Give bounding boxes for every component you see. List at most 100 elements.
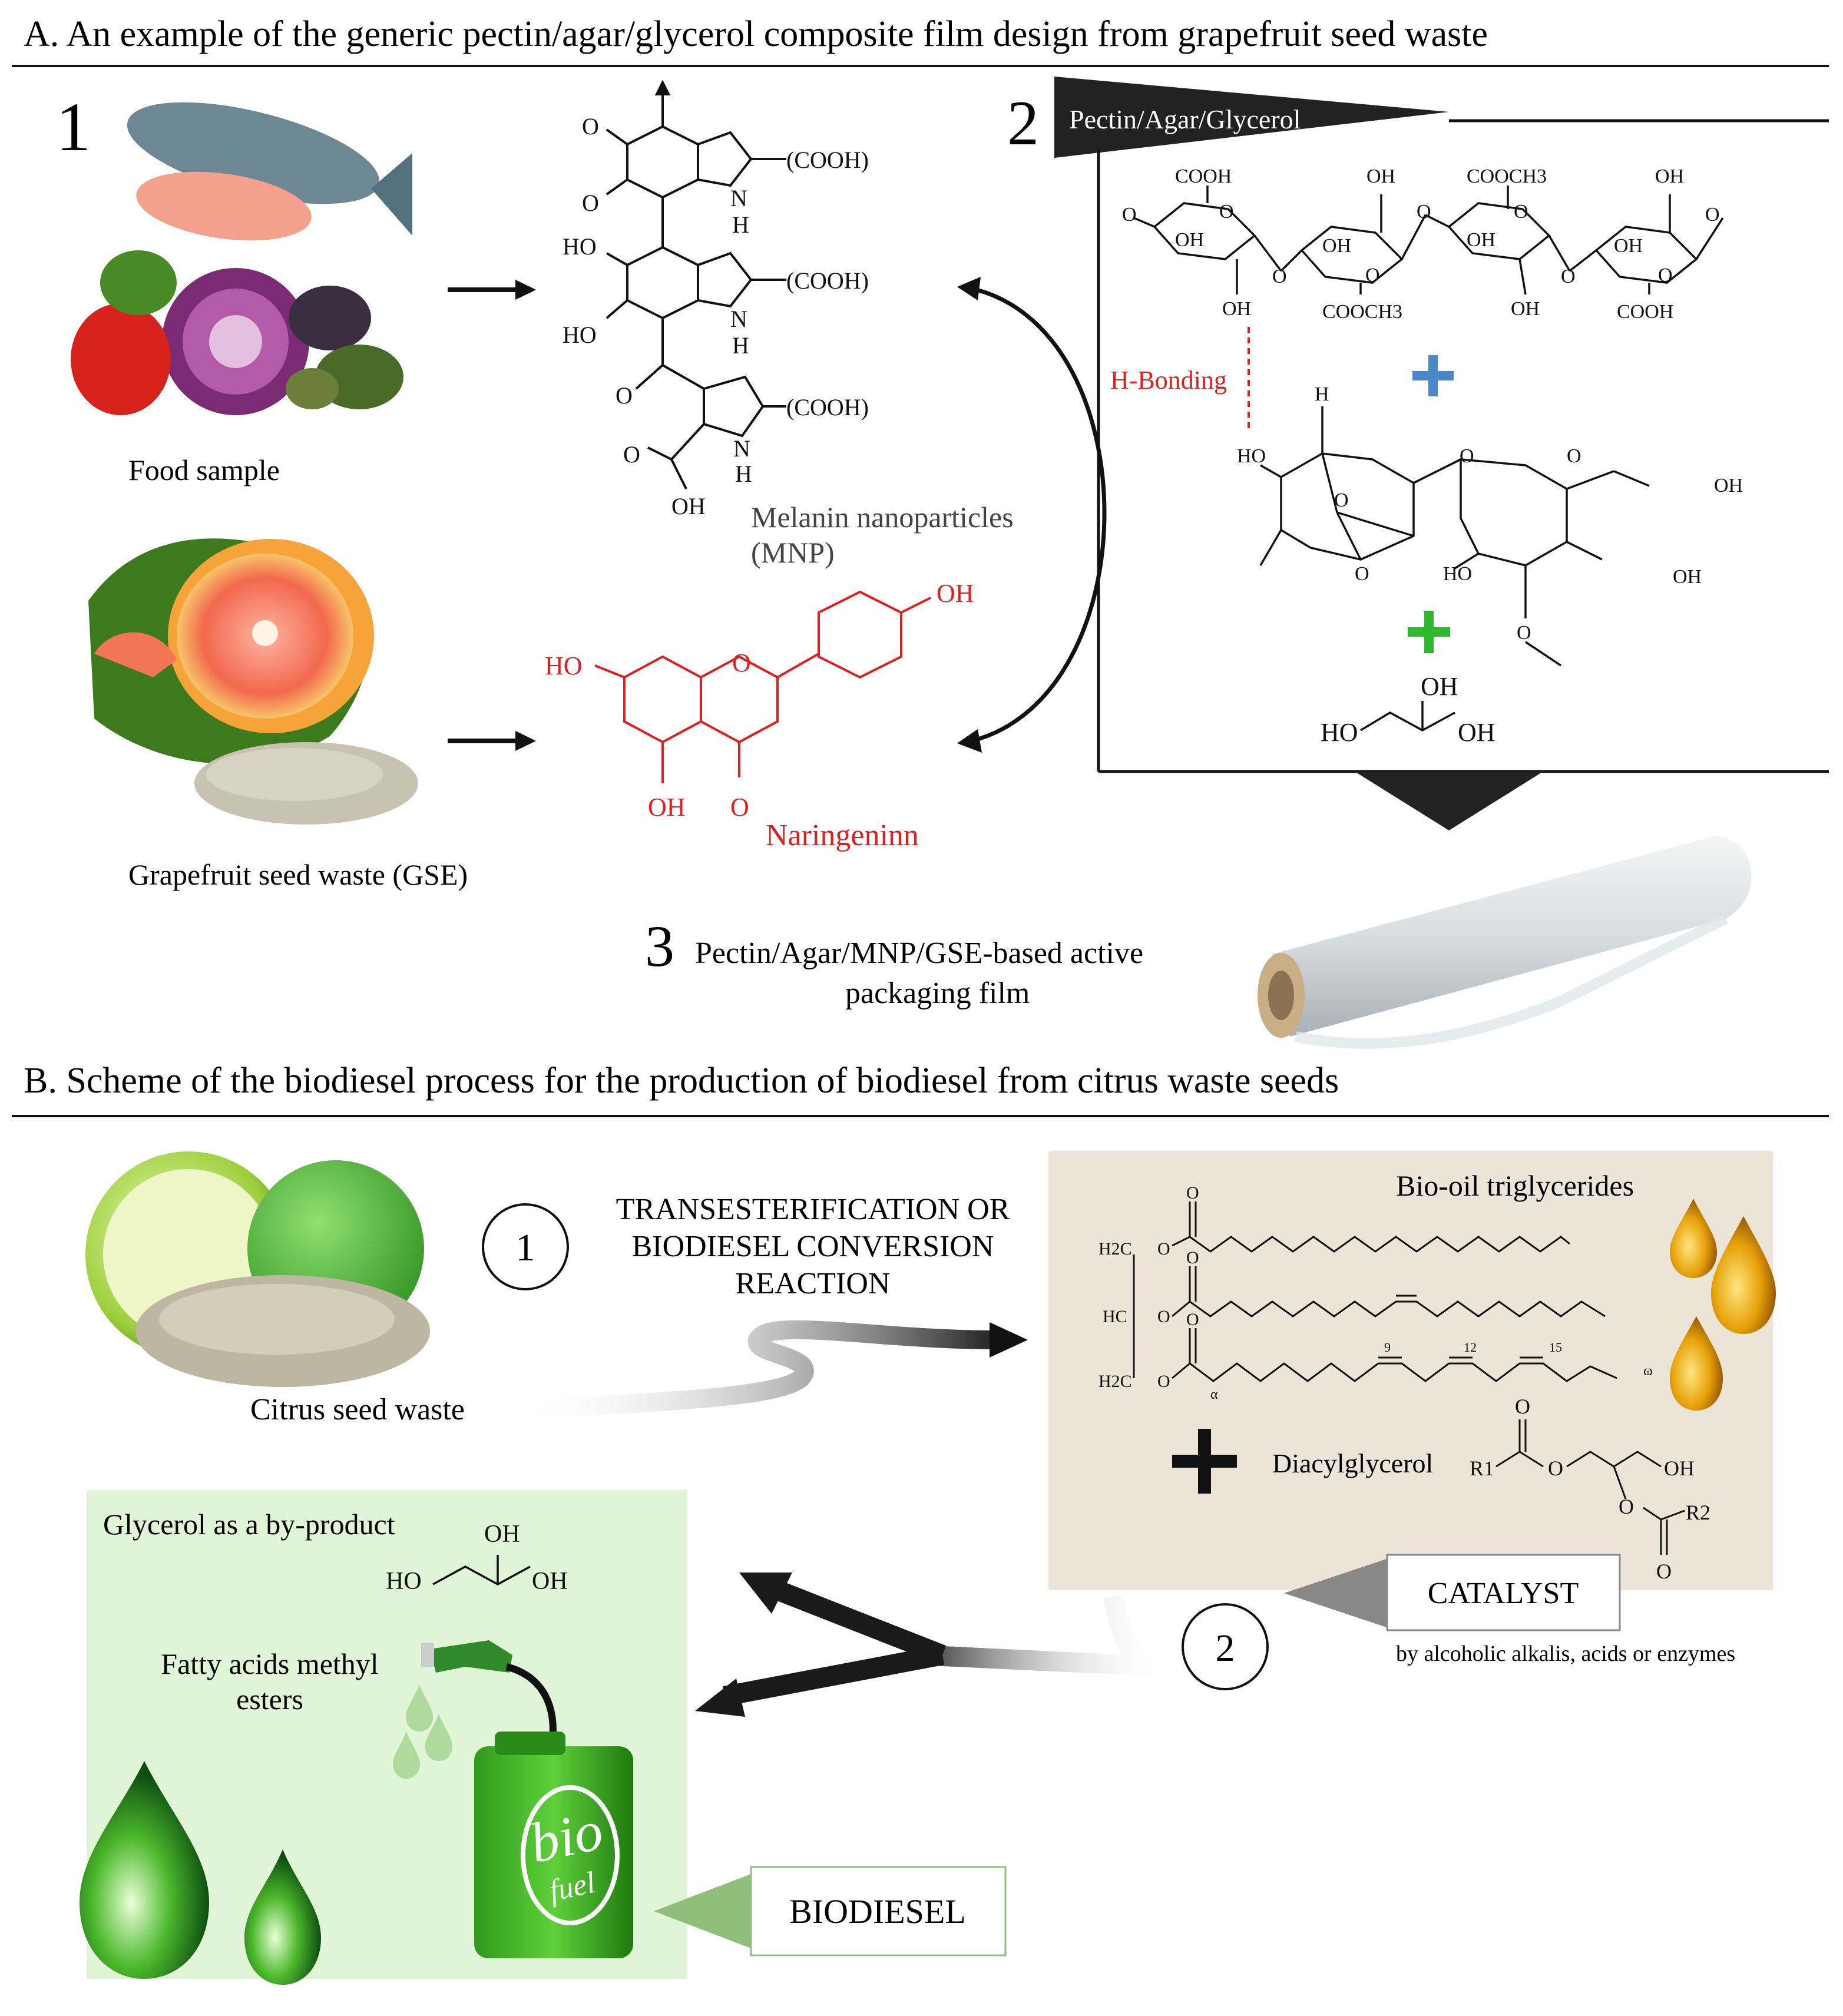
dag-ester-o-2: O <box>1619 1495 1634 1518</box>
mnp-h-1: H <box>732 211 749 238</box>
pectin-oh-4: OH <box>1322 235 1351 257</box>
triglyceride-structure <box>1133 1201 1617 1382</box>
nar-oxo: O <box>730 793 749 822</box>
melanin-structure <box>605 80 786 489</box>
naringenin-structure <box>594 590 931 783</box>
agar-bridge-o: O <box>1334 489 1349 511</box>
glyc-b-oh-top: OH <box>484 1521 520 1548</box>
pectin-ring-o-3: O <box>1514 201 1528 223</box>
pectin-o-1: O <box>1122 204 1137 226</box>
glycerol-atom-labels-a: OH HO OH <box>1321 672 1495 747</box>
film-label-line1: Pectin/Agar/MNP/GSE-based active <box>695 936 1143 970</box>
step-2-circle-number: 2 <box>1216 1627 1235 1670</box>
tg-omega: ω <box>1643 1363 1653 1379</box>
pectin-ring-o-2: O <box>1365 264 1380 286</box>
reaction-text-line2: BIODIESEL CONVERSION <box>632 1230 994 1263</box>
tg-carbonyl-o-3: O <box>1186 1310 1199 1329</box>
h-bonding-label: H-Bonding <box>1110 366 1227 395</box>
agar-link-o: O <box>1460 445 1474 467</box>
mnp-cooh-3: (COOH) <box>786 394 869 421</box>
glyc-b-ho: HO <box>386 1568 422 1595</box>
diacylglycerol-structure <box>1495 1419 1685 1555</box>
pectin-cooh-2: COOH <box>1617 301 1673 323</box>
glyc-a-oh: OH <box>1458 718 1495 747</box>
plus-sign-green <box>1408 611 1450 653</box>
step-1-circle-number: 1 <box>516 1226 535 1269</box>
section-b-title: B. Scheme of the biodiesel process for t… <box>24 1061 1339 1101</box>
film-label-line2: packaging film <box>845 976 1030 1010</box>
pectin-oh-7: OH <box>1655 165 1684 187</box>
triglycerides-label: Bio-oil triglycerides <box>1396 1169 1634 1202</box>
nar-ring-o: O <box>732 648 751 677</box>
mnp-oh-1: OH <box>671 493 706 519</box>
mnp-n-1: N <box>730 185 747 211</box>
glyc-a-oh-top: OH <box>1421 672 1458 701</box>
mnp-oxo-4: O <box>623 441 640 468</box>
agar-ring-o-1: O <box>1355 563 1369 585</box>
plus-sign-black <box>1172 1429 1237 1494</box>
biodiesel-box <box>750 1866 1007 1957</box>
glyc-a-ho: HO <box>1321 718 1358 747</box>
curved-double-arrow <box>957 277 1107 753</box>
pectin-oh-6: OH <box>1511 298 1540 320</box>
dag-r2: R2 <box>1686 1501 1710 1524</box>
pectin-o-link-2: O <box>1417 201 1431 223</box>
melanin-atom-labels: O O (COOH) N H HO HO (COOH) N H O (COOH)… <box>563 113 869 519</box>
pectin-oh-5: OH <box>1467 229 1495 251</box>
film-roll-image <box>1258 836 1752 1049</box>
pectin-ring-o-4: O <box>1658 264 1673 286</box>
naringenin-label: Naringeninn <box>766 819 919 852</box>
plus-sign-blue <box>1412 355 1454 396</box>
glycerol-structure-b <box>432 1555 531 1585</box>
grapefruit-image <box>88 538 418 825</box>
reaction-text-line3: REACTION <box>736 1267 891 1300</box>
catalyst-label: CATALYST <box>1428 1577 1579 1610</box>
tg-carbonyl-o-1: O <box>1186 1183 1199 1203</box>
nar-oh-top: OH <box>937 579 974 608</box>
mnp-label-line1: Melanin nanoparticles <box>751 501 1014 534</box>
agar-atom-labels: H HO O O O O OH HO OH O <box>1237 383 1743 644</box>
biodiesel-label: BIODIESEL <box>789 1892 966 1931</box>
reaction-text-line1: TRANSESTERIFICATION OR <box>616 1193 1010 1226</box>
tg-pos-9: 9 <box>1384 1340 1391 1355</box>
tg-h2c-2: H2C <box>1098 1372 1132 1391</box>
glyc-b-oh: OH <box>532 1568 568 1595</box>
step-1-number: 1 <box>56 88 91 165</box>
dag-ester-o: O <box>1548 1456 1563 1480</box>
catalyst-box <box>1386 1554 1621 1631</box>
mnp-oxo-1: O <box>582 113 599 140</box>
bio-text: bio <box>524 1798 608 1875</box>
down-triangle-to-film <box>1355 772 1543 830</box>
big-green-drops <box>80 1761 321 1985</box>
biodiesel-pointer <box>654 1873 754 1949</box>
step-2-number: 2 <box>1007 88 1039 158</box>
glycerol-atom-labels-b: OH HO OH <box>386 1521 568 1595</box>
tg-pos-12: 12 <box>1464 1340 1477 1355</box>
mnp-n-3: N <box>733 435 750 462</box>
food-sample-image <box>71 102 412 415</box>
tg-o-3: O <box>1157 1372 1170 1391</box>
pectin-oh-2: OH <box>1222 298 1251 320</box>
pectin-agar-glycerol-label: Pectin/Agar/Glycerol <box>1069 104 1301 134</box>
arrow-gse-to-naringenin <box>448 731 536 751</box>
oil-drops <box>1670 1199 1776 1411</box>
agar-ho-2: HO <box>1443 563 1472 585</box>
agar-ome-o: O <box>1517 622 1531 644</box>
squiggle-arrow <box>509 1320 1028 1420</box>
tg-pos-15: 15 <box>1549 1340 1562 1355</box>
food-sample-label: Food sample <box>128 453 280 486</box>
pectin-oh-8: OH <box>1614 235 1643 257</box>
mnp-label-line2: (MNP) <box>751 536 835 569</box>
catalyst-sub-label: by alcoholic alkalis, acids or enzymes <box>1396 1641 1735 1666</box>
agar-oh-1: OH <box>1714 475 1743 496</box>
fame-label-line2: esters <box>236 1683 303 1716</box>
diacylglycerol-atom-labels: O R1 O OH O R2 O <box>1470 1395 1710 1583</box>
dag-oh: OH <box>1664 1456 1695 1480</box>
section-a-title: A. An example of the generic pectin/agar… <box>24 14 1488 54</box>
pectin-o-end: O <box>1705 204 1720 226</box>
pectin-agar-glycerol-box <box>1054 77 1829 773</box>
citrus-seed-image <box>85 1151 430 1387</box>
step-1-circle <box>482 1203 569 1290</box>
pectin-oh-1: OH <box>1175 229 1204 251</box>
